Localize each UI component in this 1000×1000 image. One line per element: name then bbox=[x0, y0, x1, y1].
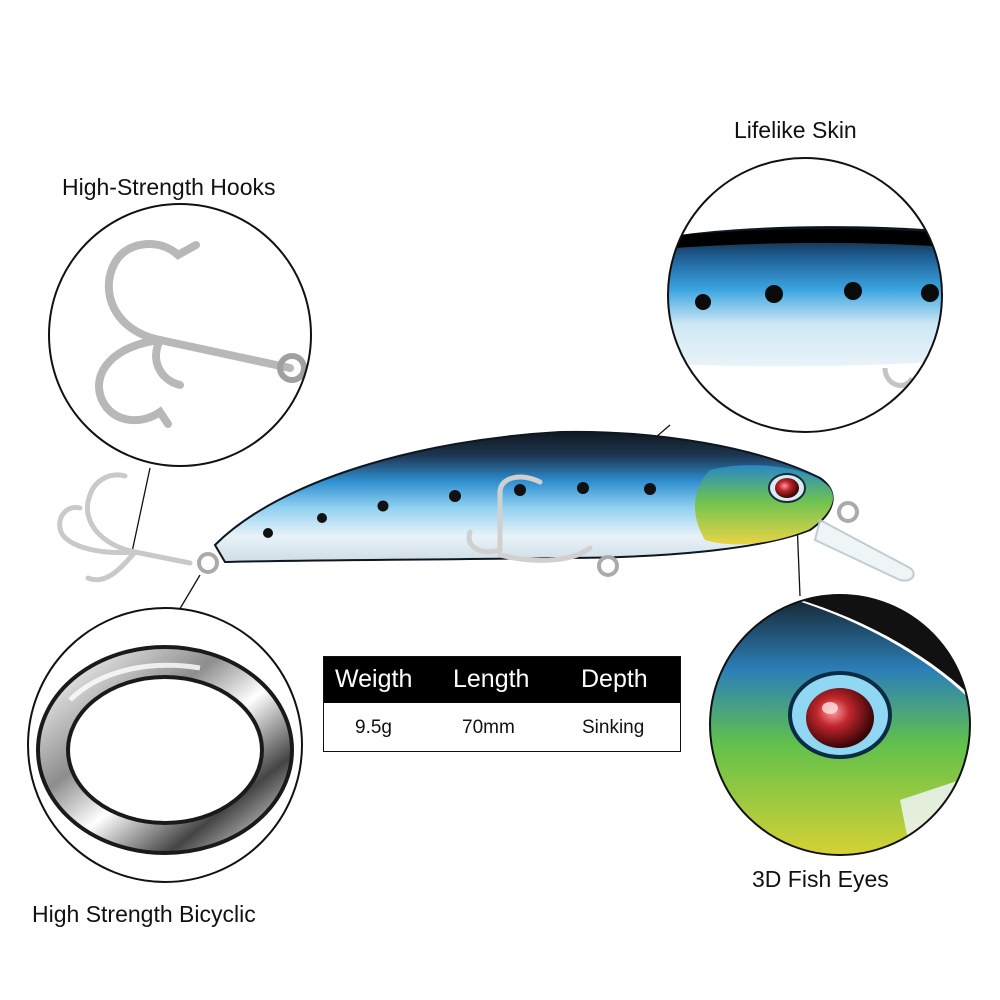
spec-header-length: Length bbox=[453, 665, 530, 693]
spec-value-length: 70mm bbox=[462, 717, 515, 738]
split-ring-closeup bbox=[27, 607, 303, 883]
eye-closeup bbox=[709, 594, 971, 856]
lure-spots bbox=[263, 482, 656, 538]
skin-closeup bbox=[667, 157, 943, 433]
spec-table-row: 9.5g 70mm Sinking bbox=[324, 703, 680, 751]
lure-eye-icon bbox=[775, 478, 799, 498]
rear-treble-hook bbox=[57, 472, 193, 583]
fishing-lure bbox=[57, 430, 915, 583]
skin-label: Lifelike Skin bbox=[734, 117, 857, 143]
spec-header-weight: Weigth bbox=[335, 665, 413, 693]
hooks-closeup bbox=[48, 203, 312, 467]
rear-split-ring-icon bbox=[197, 552, 219, 574]
nose-split-ring-icon bbox=[837, 501, 859, 523]
spec-table-header: Weigth Length Depth bbox=[324, 657, 680, 703]
spec-value-weight: 9.5g bbox=[355, 717, 392, 738]
ring-label: High Strength Bicyclic bbox=[32, 901, 256, 927]
hooks-label: High-Strength Hooks bbox=[62, 174, 276, 200]
belly-split-ring-icon bbox=[597, 555, 619, 577]
belly-treble-hook bbox=[466, 474, 593, 563]
eyes-label: 3D Fish Eyes bbox=[752, 866, 889, 892]
spec-value-depth: Sinking bbox=[582, 717, 645, 738]
spec-header-depth: Depth bbox=[581, 665, 648, 693]
spec-table: Weigth Length Depth 9.5g 70mm Sinking bbox=[323, 656, 681, 752]
